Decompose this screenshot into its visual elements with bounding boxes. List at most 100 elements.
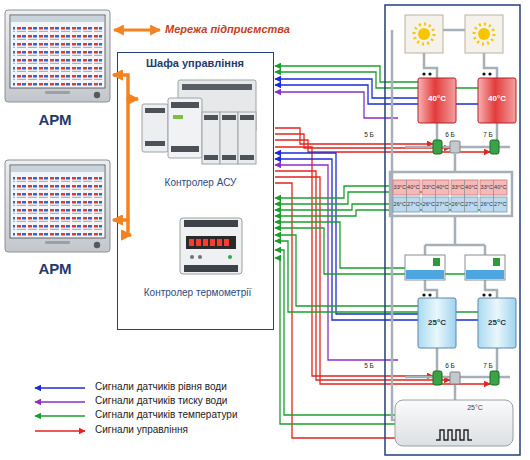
plc-illustration-part (145, 108, 165, 113)
valve-label: 6 Б (440, 131, 460, 138)
temperature-value: 40°C (436, 184, 450, 190)
solar-heater-part (474, 24, 494, 44)
signal-wire-part (275, 177, 490, 384)
pipe-part (454, 216, 457, 245)
legend-sample (35, 401, 85, 403)
network-arrow (114, 29, 160, 32)
cabinet-title: Шафа управління (118, 57, 272, 70)
valve-part (450, 372, 460, 384)
thermometry-illustration-part (198, 255, 202, 259)
workstation: АРМ (5, 8, 113, 130)
temperature-value: 33°C (393, 184, 407, 190)
valve-label: 6 Б (440, 362, 460, 369)
plc-illustration-part (168, 98, 202, 158)
valve-part (433, 371, 442, 385)
pipe-part (424, 245, 427, 255)
plc-illustration-part (204, 115, 218, 120)
plc-illustration-part (182, 84, 252, 90)
temperature-value: 26°C (422, 201, 436, 207)
hot-tank-part (488, 72, 491, 75)
temperature-value: 27°C (407, 201, 421, 207)
thermometry-illustration-part (210, 239, 215, 246)
cooling-unit-part (493, 258, 500, 266)
signal-wire-part (275, 235, 418, 306)
hot-tank (418, 72, 516, 123)
pipe-part (390, 172, 512, 216)
cooling-unit-part (433, 258, 440, 266)
hot-tank-part (422, 72, 425, 75)
hot-tank-part (418, 78, 456, 123)
control-cabinet: Шафа управлінняКонтролер АСУ Контролер те… (117, 52, 274, 330)
temperature-value: 25°C (418, 318, 456, 327)
valve-part (450, 141, 460, 153)
cooling-unit-part (405, 255, 445, 280)
signal-wire-part (275, 92, 398, 118)
thermometry-illustration-part (186, 236, 236, 249)
signal-wire-part (275, 258, 396, 424)
solar-heater (405, 15, 503, 53)
temperature-value: 33°C (480, 184, 494, 190)
plc-controller: Контролер АСУ (138, 77, 263, 195)
pipe-part (425, 244, 485, 247)
legend-sample (35, 387, 85, 389)
pipe-part (485, 280, 497, 298)
temperature-value: 40°C (494, 184, 508, 190)
cold-tank-part (418, 298, 456, 348)
thermometry-illustration-part (190, 255, 194, 259)
pipe-part (454, 385, 457, 400)
cold-tank-part (428, 293, 431, 296)
pipe-part (425, 280, 437, 298)
workstation-label: АРМ (25, 260, 85, 277)
network-connector (113, 75, 131, 235)
signal-wire-part (275, 250, 396, 415)
valve-part (490, 140, 499, 154)
network-label: Мережа підприємства (165, 23, 305, 36)
solar-heater-part (414, 24, 434, 44)
temperature-value: 27°C (436, 201, 450, 207)
storage-tank-part (436, 430, 472, 440)
temperature-value: 26°C (451, 201, 465, 207)
signal-wire-part (275, 140, 490, 152)
temperature-value: 33°C (422, 184, 436, 190)
cooling-unit-part (465, 255, 505, 280)
network-connector (113, 75, 138, 99)
plc-illustration-part (238, 112, 256, 164)
plc-illustration-part (222, 155, 236, 160)
plc-illustration-part (222, 115, 236, 120)
pipe-part (484, 53, 497, 78)
signal-wire-part (275, 159, 478, 320)
pipe-part (424, 53, 437, 78)
temperature-value: 25°C (478, 318, 516, 327)
solar-heater-part (478, 28, 490, 40)
thermometry-illustration-part (184, 220, 238, 227)
plc-illustration-part (220, 112, 238, 164)
pipe-part (392, 30, 395, 420)
valve-label: 5 Б (358, 131, 380, 138)
temperature-value: 27°C (494, 201, 508, 207)
controller-caption: Контролер АСУ (138, 177, 263, 189)
thermometry-controller: Контролер термометрії (131, 213, 264, 303)
plc-illustration-part (145, 141, 165, 146)
cooling-unit-part (466, 270, 504, 279)
workstation-monitor (5, 10, 110, 252)
controller-caption: Контролер термометрії (131, 287, 264, 299)
cold-tank-part (482, 293, 485, 296)
valve-label: 7 Б (478, 362, 498, 369)
cold-tank-part (478, 298, 516, 348)
signal-wire-part (275, 128, 433, 144)
solar-heater-part (465, 15, 503, 53)
plc-illustration-part (171, 146, 199, 152)
plc-illustration-part (171, 102, 199, 108)
cold-tank (418, 293, 516, 348)
valve-label: 7 Б (478, 131, 498, 138)
legend-sample (35, 430, 85, 432)
temperature-value: 25°C (460, 404, 490, 412)
pipe-part (484, 245, 487, 255)
temperature-value: 33°C (451, 184, 465, 190)
signal-wire-part (275, 171, 450, 380)
signal-wire (275, 66, 490, 438)
